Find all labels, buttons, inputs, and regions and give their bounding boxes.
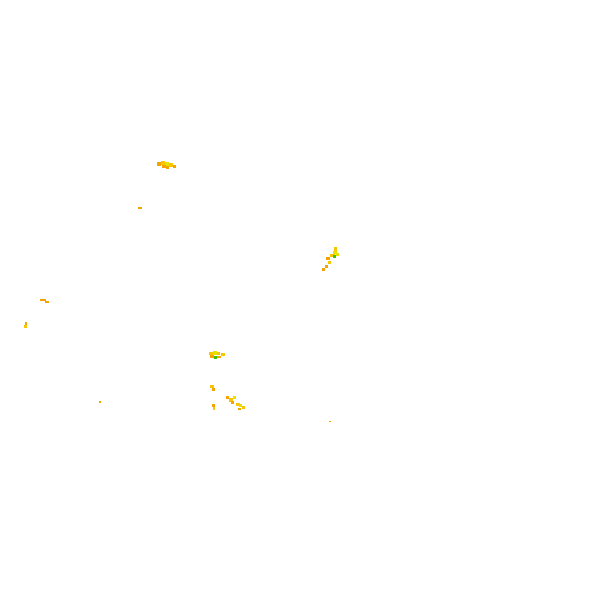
raster-cell-high (333, 251, 337, 254)
raster-cell-mid (334, 247, 337, 251)
raster-cell-low (212, 404, 215, 407)
raster-cell-low (325, 265, 328, 268)
raster-cell-mid (209, 352, 213, 355)
raster-cell-peak (214, 356, 217, 359)
raster-cell-low (238, 408, 241, 410)
raster-cell-mid (242, 406, 245, 409)
raster-cell-mid (169, 163, 173, 167)
raster-cell-mid (221, 353, 225, 356)
raster-cell-mid (213, 407, 215, 410)
raster-cell-low (322, 268, 325, 271)
raster-cell-peak (333, 255, 336, 258)
raster-cell-low (329, 421, 331, 422)
raster-cell-mid (236, 403, 240, 406)
raster-cell-low (217, 356, 221, 358)
raster-cell-high (165, 162, 169, 166)
raster-cell-mid (330, 254, 335, 257)
raster-cell-mid (24, 325, 27, 328)
raster-cell-low (326, 257, 330, 260)
raster-cell-high (336, 253, 339, 256)
raster-cell-mid (328, 261, 331, 264)
raster-cell-low (226, 396, 229, 399)
raster-cell-mid (210, 385, 214, 388)
raster-cell-low (138, 207, 142, 209)
raster-cell-low (166, 166, 169, 169)
raster-cell-low (231, 401, 234, 404)
raster-cell-low (25, 322, 27, 325)
raster-cell-low (45, 301, 49, 303)
raster-cell-low (40, 299, 46, 301)
raster-cell-low (157, 162, 161, 166)
raster-cell-low (99, 401, 101, 403)
raster-cell-low (210, 355, 214, 358)
raster-cell-high (239, 404, 242, 407)
raster-cell-low (162, 165, 166, 168)
raster-cell-low (173, 165, 176, 168)
raster-cell-mid (229, 398, 233, 402)
raster-cell-mid (217, 352, 220, 355)
raster-cell-low (212, 388, 215, 391)
raster-cell-high (213, 351, 217, 355)
raster-cell-high (233, 396, 236, 399)
raster-cell-mid (161, 161, 165, 165)
